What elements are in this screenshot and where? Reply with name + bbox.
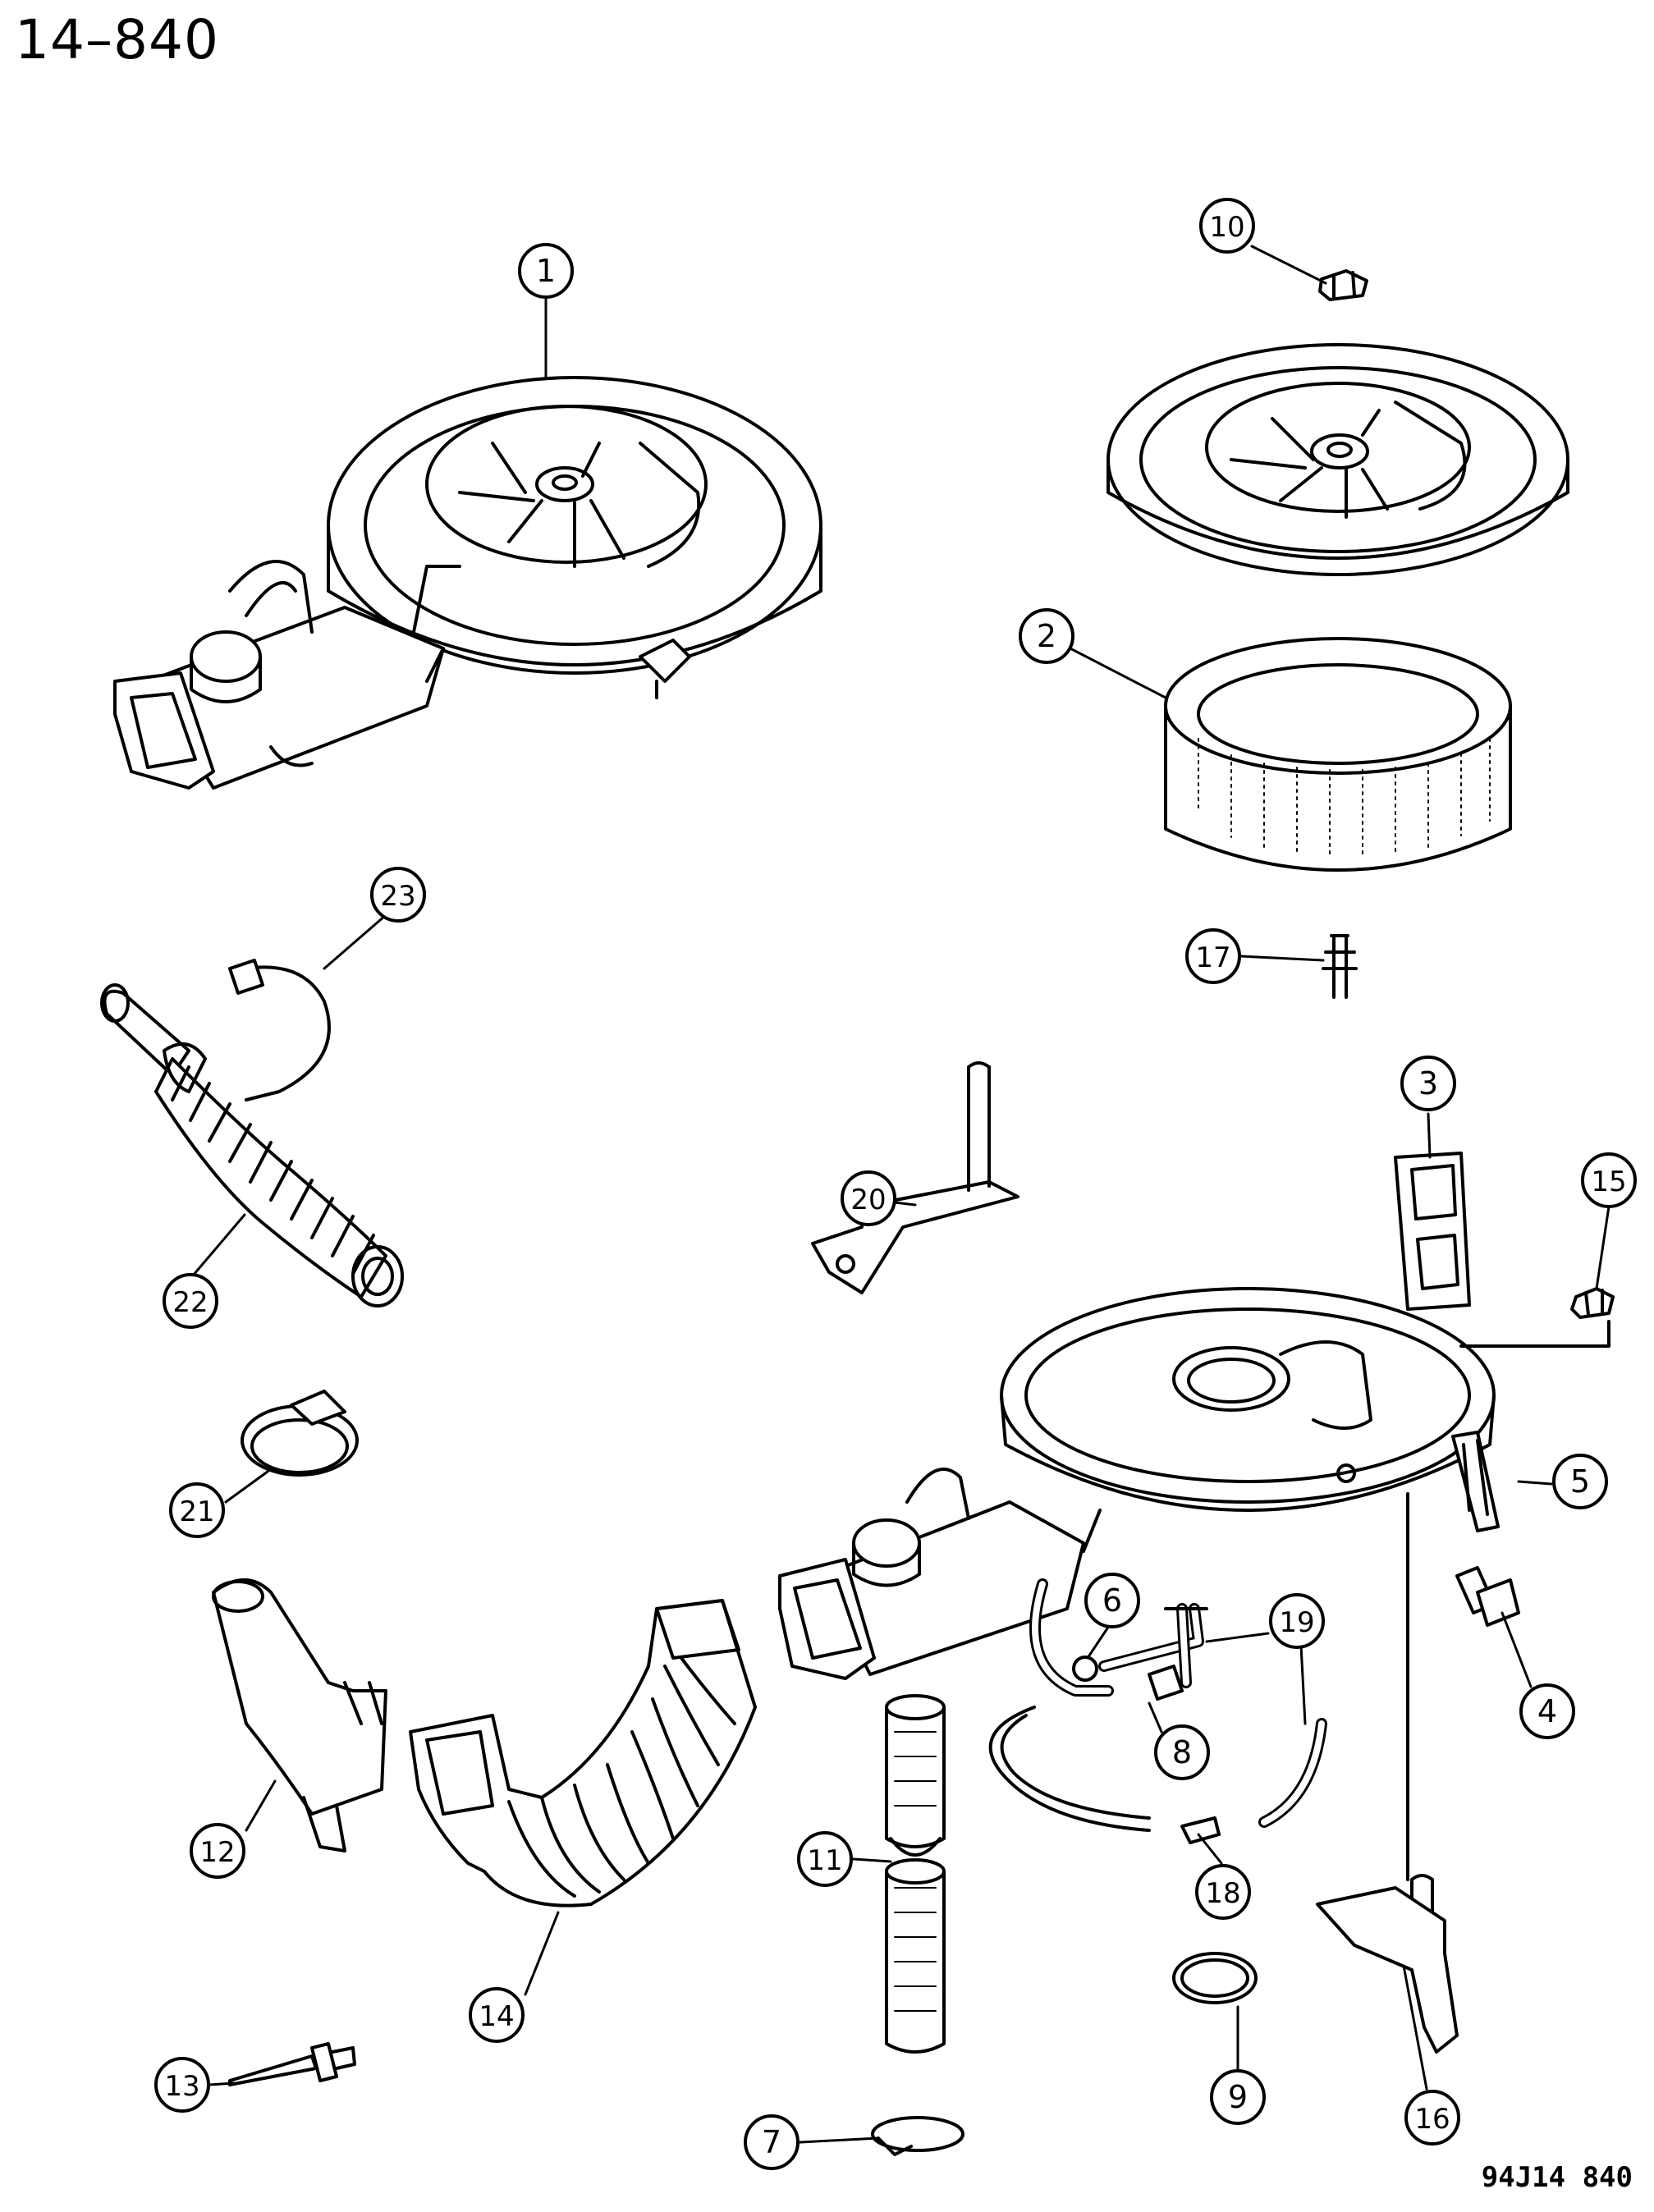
callout-label: 23 bbox=[380, 880, 415, 913]
callout-3: 3 bbox=[1400, 1056, 1456, 1111]
stud-bolt bbox=[1322, 934, 1358, 999]
callout-label: 10 bbox=[1209, 211, 1244, 244]
callout-11: 11 bbox=[797, 1831, 853, 1887]
callout-label: 11 bbox=[807, 1844, 842, 1877]
figure-code: 94J14 840 bbox=[1481, 2161, 1633, 2194]
callout-label: 9 bbox=[1228, 2079, 1248, 2115]
callout-label: 21 bbox=[179, 1495, 214, 1528]
callout-label: 7 bbox=[762, 2124, 781, 2160]
callout-10: 10 bbox=[1199, 198, 1255, 254]
callout-16: 16 bbox=[1404, 2090, 1460, 2146]
air-cleaner-housing bbox=[778, 1287, 1610, 1680]
callout-label: 8 bbox=[1172, 1734, 1192, 1770]
gasket bbox=[1394, 1152, 1471, 1311]
callout-label: 17 bbox=[1195, 941, 1230, 974]
callout-13: 13 bbox=[154, 2057, 210, 2113]
callout-label: 6 bbox=[1102, 1582, 1122, 1619]
callout-20: 20 bbox=[841, 1170, 896, 1226]
callout-label: 12 bbox=[199, 1836, 235, 1869]
callout-label: 16 bbox=[1414, 2103, 1450, 2136]
push-pin bbox=[228, 2042, 356, 2086]
callout-18: 18 bbox=[1195, 1864, 1251, 1920]
callout-5: 5 bbox=[1552, 1454, 1608, 1509]
callout-12: 12 bbox=[190, 1823, 245, 1879]
worm-clamp bbox=[241, 1390, 359, 1477]
callout-label: 2 bbox=[1037, 618, 1056, 654]
spring-clip bbox=[1451, 1431, 1500, 1532]
callout-19: 19 bbox=[1269, 1593, 1325, 1649]
callout-label: 15 bbox=[1591, 1166, 1626, 1198]
callout-7: 7 bbox=[744, 2114, 800, 2170]
mounting-bracket bbox=[1316, 1492, 1459, 2054]
callout-22: 22 bbox=[163, 1273, 218, 1329]
temperature-sensor bbox=[1455, 1566, 1520, 1627]
callout-14: 14 bbox=[469, 1987, 525, 2043]
callout-17: 17 bbox=[1185, 928, 1241, 984]
callout-label: 13 bbox=[164, 2070, 199, 2103]
hose-clamp-small bbox=[871, 2116, 964, 2156]
vacuum-lines bbox=[988, 1578, 1327, 1844]
callout-label: 22 bbox=[172, 1286, 208, 1319]
callout-1: 1 bbox=[518, 243, 574, 299]
air-cleaner-assembly bbox=[113, 376, 822, 790]
bracket-with-stud bbox=[811, 1061, 1019, 1294]
duct-adapter bbox=[212, 1578, 387, 1852]
coupling-tubes bbox=[885, 1694, 946, 2054]
callout-label: 20 bbox=[850, 1184, 886, 1216]
filter-element bbox=[1164, 637, 1512, 872]
hose-clamp-strap bbox=[228, 959, 331, 1101]
callout-label: 19 bbox=[1279, 1606, 1314, 1639]
callout-21: 21 bbox=[169, 1482, 225, 1538]
callout-4: 4 bbox=[1519, 1683, 1575, 1739]
callout-23: 23 bbox=[370, 867, 426, 923]
corrugated-hose bbox=[100, 983, 404, 1308]
callout-6: 6 bbox=[1084, 1573, 1140, 1628]
bellows-duct bbox=[409, 1599, 757, 1907]
callout-label: 4 bbox=[1537, 1693, 1557, 1729]
wing-nut-top bbox=[1318, 269, 1368, 301]
callout-15: 15 bbox=[1581, 1152, 1637, 1208]
wing-nut-side bbox=[1570, 1287, 1615, 1319]
o-ring bbox=[1172, 1952, 1258, 2004]
callout-9: 9 bbox=[1210, 2069, 1266, 2125]
callout-label: 1 bbox=[536, 253, 556, 289]
callout-8: 8 bbox=[1154, 1724, 1210, 1780]
callout-label: 14 bbox=[479, 2000, 514, 2033]
callout-2: 2 bbox=[1019, 608, 1074, 664]
callout-label: 5 bbox=[1570, 1463, 1590, 1500]
callout-label: 3 bbox=[1418, 1065, 1438, 1101]
air-cleaner-cover bbox=[1106, 343, 1569, 576]
callout-label: 18 bbox=[1205, 1877, 1240, 1910]
page-number: 14–840 bbox=[15, 8, 219, 71]
